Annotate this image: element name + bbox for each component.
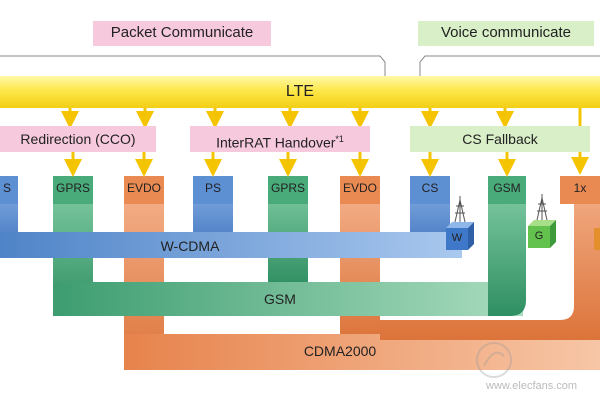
tech-1x: 1x (573, 181, 587, 195)
watermark-text: www.elecfans.com (486, 380, 578, 392)
handover-label: InterRAT Handover*1 (190, 126, 370, 152)
voice-bracket (419, 55, 600, 76)
tech-ps: PS (204, 181, 221, 195)
tech-gprs-2: GPRS (270, 181, 305, 195)
handover-bg (190, 126, 370, 152)
base-station-c-partial (594, 228, 600, 250)
lte-bar: LTE (0, 76, 600, 108)
handover-note: *1 (335, 134, 344, 144)
packet-label-bg (93, 21, 271, 46)
redirection-label: Redirection (CCO) (20, 131, 136, 147)
tower-icon-w (454, 196, 466, 223)
tech-gprs-1: GPRS (55, 181, 90, 195)
voice-communicate-label: Voice communicate (440, 24, 572, 41)
csfb-bg (410, 126, 590, 152)
handover-text: InterRAT Handover (216, 134, 336, 151)
base-station-g (528, 194, 556, 248)
wcdma-label: W-CDMA (160, 238, 220, 254)
tower-icon-g (536, 194, 548, 221)
redirection-bg (0, 126, 156, 152)
cdma2000-network (124, 176, 600, 370)
arrows-tech (64, 152, 516, 177)
tech-evdo-1: EVDO (126, 181, 161, 195)
voice-label-bg (418, 21, 594, 46)
lte-label: LTE (285, 83, 315, 100)
tech-evdo-2: EVDO (342, 181, 377, 195)
watermark-logo (476, 342, 512, 378)
cs-fallback-label: CS Fallback (462, 131, 538, 147)
tech-boxes (0, 176, 600, 204)
tech-cs: CS (421, 181, 439, 195)
packet-communicate-label: Packet Communicate (110, 24, 254, 41)
tech-gsm: GSM (493, 181, 521, 195)
base-station-w (446, 196, 474, 250)
gsm-label: GSM (264, 291, 296, 307)
packet-bracket (0, 55, 386, 76)
tech-s: S (2, 181, 11, 195)
base-station-w-label: W (451, 232, 463, 244)
cdma2000-label: CDMA2000 (303, 343, 377, 359)
base-station-g-label: G (534, 230, 544, 242)
